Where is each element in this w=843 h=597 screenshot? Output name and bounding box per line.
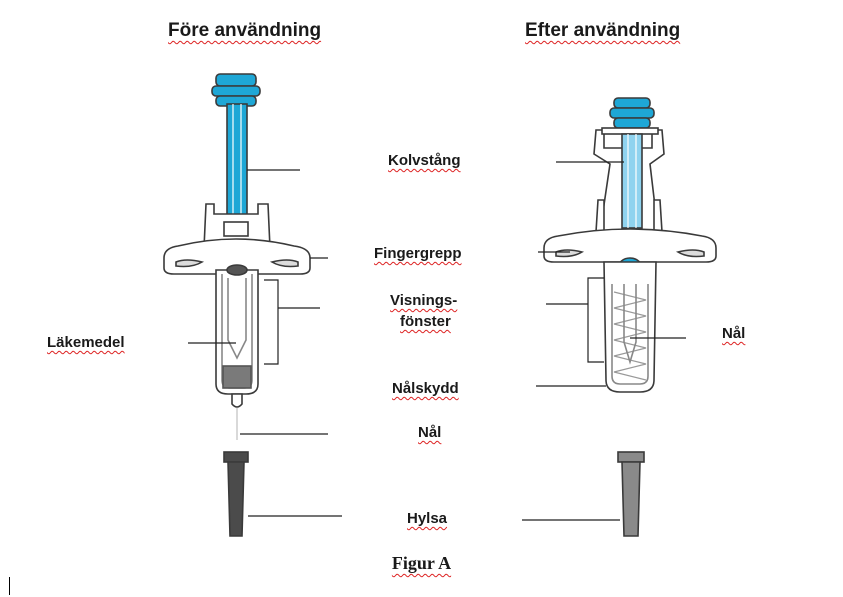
- spring-after: [613, 291, 647, 381]
- plunger-head-before: [211, 73, 261, 107]
- cap-after: [617, 451, 645, 537]
- syringe-before-use: [163, 73, 311, 537]
- label-viewing-window-line1: Visnings-: [390, 292, 458, 309]
- label-needle-before: Nål: [418, 424, 442, 441]
- needle-guard-after: [603, 261, 657, 393]
- cap-before: [223, 451, 249, 537]
- medicine-before: [222, 365, 252, 389]
- viewing-window-bracket-after: [587, 277, 604, 363]
- finger-grip-after: [543, 228, 717, 263]
- barrel-before: [215, 269, 259, 395]
- syringe-tip-before: [231, 393, 243, 408]
- label-viewing-window-line2: fönster: [400, 313, 451, 330]
- leader-lines-after: [522, 161, 686, 521]
- label-finger-grip: Fingergrepp: [374, 245, 462, 262]
- label-medicine: Läkemedel: [47, 334, 125, 351]
- syringe-after-use: [543, 97, 717, 537]
- viewing-window-bracket-before: [264, 279, 279, 365]
- label-needle-after: Nål: [722, 325, 746, 342]
- needle-after: [623, 284, 637, 365]
- figure-caption: Figur A: [391, 553, 452, 573]
- plunger-head-after: [609, 97, 655, 129]
- heading-after-use: Efter användning: [525, 20, 681, 41]
- heading-before-use: Före användning: [168, 20, 322, 41]
- label-cap: Hylsa: [407, 510, 448, 527]
- label-needle-guard: Nålskydd: [392, 380, 459, 397]
- plunger-rod-after: [621, 133, 643, 229]
- text-cursor: [9, 577, 10, 595]
- leader-lines-before: [188, 169, 342, 517]
- label-plunger-rod: Kolvstång: [388, 152, 461, 169]
- finger-grip-before: [163, 238, 311, 275]
- plunger-rod-before: [226, 103, 248, 221]
